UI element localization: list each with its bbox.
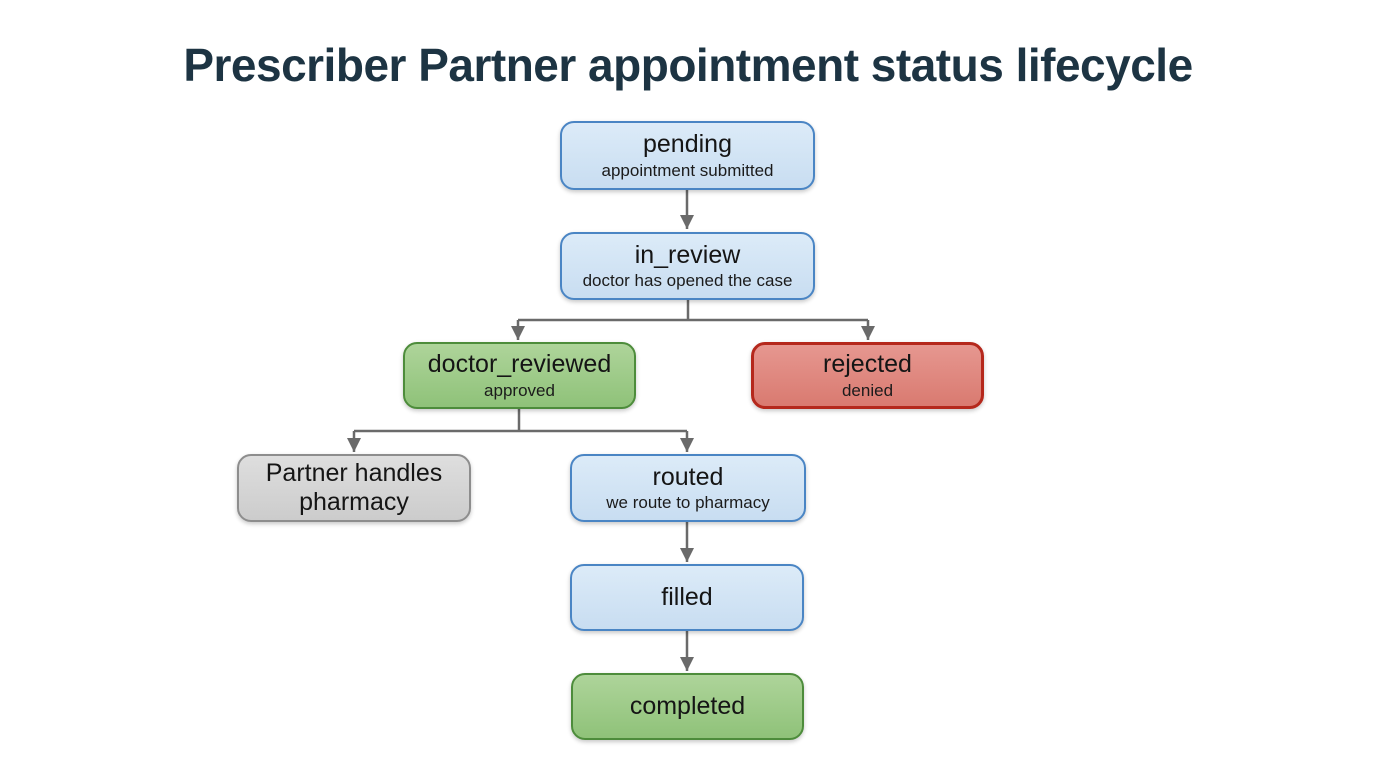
node-routed: routed we route to pharmacy bbox=[570, 454, 806, 522]
node-filled: filled bbox=[570, 564, 804, 631]
node-pending: pending appointment submitted bbox=[560, 121, 815, 190]
node-pending-sublabel: appointment submitted bbox=[601, 160, 774, 180]
node-filled-label: filled bbox=[661, 583, 713, 612]
node-completed: completed bbox=[571, 673, 804, 740]
node-partner-handles-pharmacy: Partner handles pharmacy bbox=[237, 454, 471, 522]
node-in-review-label: in_review bbox=[634, 240, 741, 269]
node-doctor-reviewed-label: doctor_reviewed bbox=[427, 350, 612, 378]
node-completed-label: completed bbox=[629, 692, 746, 721]
node-in-review-sublabel: doctor has opened the case bbox=[582, 271, 793, 291]
node-routed-sublabel: we route to pharmacy bbox=[606, 493, 770, 513]
node-rejected: rejected denied bbox=[751, 342, 984, 409]
node-rejected-label: rejected bbox=[823, 350, 912, 378]
node-doctor-reviewed: doctor_reviewed approved bbox=[403, 342, 636, 409]
node-routed-label: routed bbox=[652, 462, 724, 491]
node-partner-handles-pharmacy-label: Partner handles pharmacy bbox=[265, 459, 443, 516]
node-rejected-sublabel: denied bbox=[841, 380, 894, 400]
node-pending-label: pending bbox=[643, 130, 732, 158]
node-doctor-reviewed-sublabel: approved bbox=[484, 380, 555, 400]
node-in-review: in_review doctor has opened the case bbox=[560, 232, 815, 300]
page-title: Prescriber Partner appointment status li… bbox=[183, 39, 1193, 91]
